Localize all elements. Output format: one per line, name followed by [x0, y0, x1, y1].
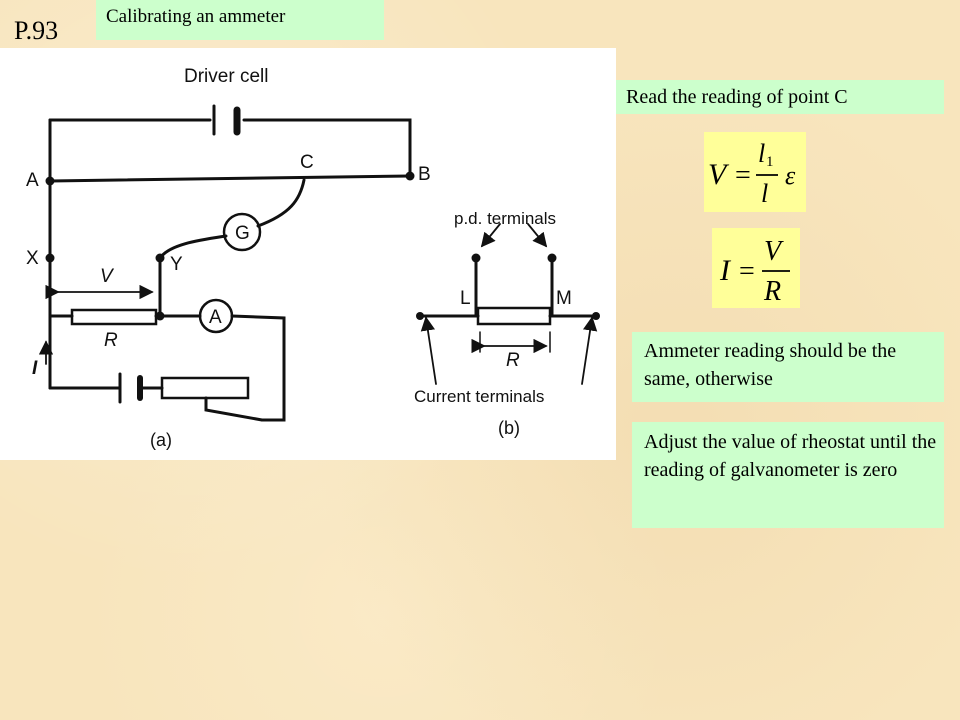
label-ammeter: A [209, 307, 222, 328]
label-part-b: (b) [498, 418, 520, 438]
label-v: V [100, 266, 115, 287]
node-left-end [416, 312, 424, 320]
slide-title: Calibrating an ammeter [96, 0, 384, 40]
formula-i: I = V R [712, 228, 800, 308]
formula-i-eq: = [739, 256, 755, 287]
formula-i-den: R [763, 276, 781, 307]
wire-galvo-to-jockey [256, 178, 306, 228]
node-y [155, 253, 165, 263]
label-current-terminals: Current terminals [414, 387, 544, 406]
note-should-be-same: Ammeter reading should be the same, othe… [632, 332, 944, 402]
galvanometer-symbol [222, 212, 262, 252]
label-a: A [26, 170, 39, 191]
note-read-point-c: Read the reading of point C [616, 80, 944, 114]
note-adjust-rheostat: Adjust the value of rheostat until the r… [632, 422, 944, 528]
rheostat [160, 376, 250, 400]
formula-i-svg: I = V R [719, 236, 790, 307]
formula-i-lhs: I [719, 254, 732, 287]
label-m: M [556, 288, 572, 309]
rheostat-slider [204, 396, 264, 422]
node-x [45, 253, 55, 263]
label-l: L [460, 288, 471, 309]
label-x: X [26, 248, 39, 269]
resistor-b [476, 306, 552, 326]
wire-ammeter-right [230, 314, 286, 422]
wire-y-to-galvo [158, 234, 228, 260]
formula-v-num-sub: 1 [766, 154, 774, 170]
circuit-diagram: Driver cell A B C X Y V R I G A (a) p.d.… [26, 66, 600, 450]
node-l [471, 253, 481, 263]
label-i: I [32, 358, 38, 379]
node-a [45, 176, 55, 186]
formula-i-num: V [764, 236, 784, 267]
label-r-b: R [506, 350, 520, 371]
label-b: B [418, 164, 431, 185]
wire-top-right [242, 118, 412, 178]
potentiometer-wire [48, 174, 412, 183]
label-r: R [104, 330, 118, 351]
formula-v-den: l [761, 179, 768, 208]
formula-v-factor: ε [785, 161, 796, 190]
node-b [405, 171, 415, 181]
circuit-figure: Driver cell A B C X Y V R I G A (a) p.d.… [0, 48, 616, 460]
label-y: Y [170, 254, 183, 275]
slide-number: P.93 [14, 16, 59, 45]
formula-v-lhs: V [708, 158, 730, 191]
node-resistor-right [155, 311, 165, 321]
formula-v-eq: = [735, 160, 751, 191]
label-pd-terminals: p.d. terminals [454, 209, 556, 228]
node-right-end [592, 312, 600, 320]
label-part-a: (a) [150, 430, 172, 450]
label-g: G [235, 223, 250, 244]
formula-v-num: l [758, 139, 765, 168]
formula-v: V = l 1 l ε [704, 132, 806, 212]
node-m [547, 253, 557, 263]
formula-v-svg: V = l 1 l ε [708, 139, 796, 208]
label-driver-cell: Driver cell [184, 66, 268, 87]
resistor-r [70, 308, 158, 326]
label-c: C [300, 152, 314, 173]
